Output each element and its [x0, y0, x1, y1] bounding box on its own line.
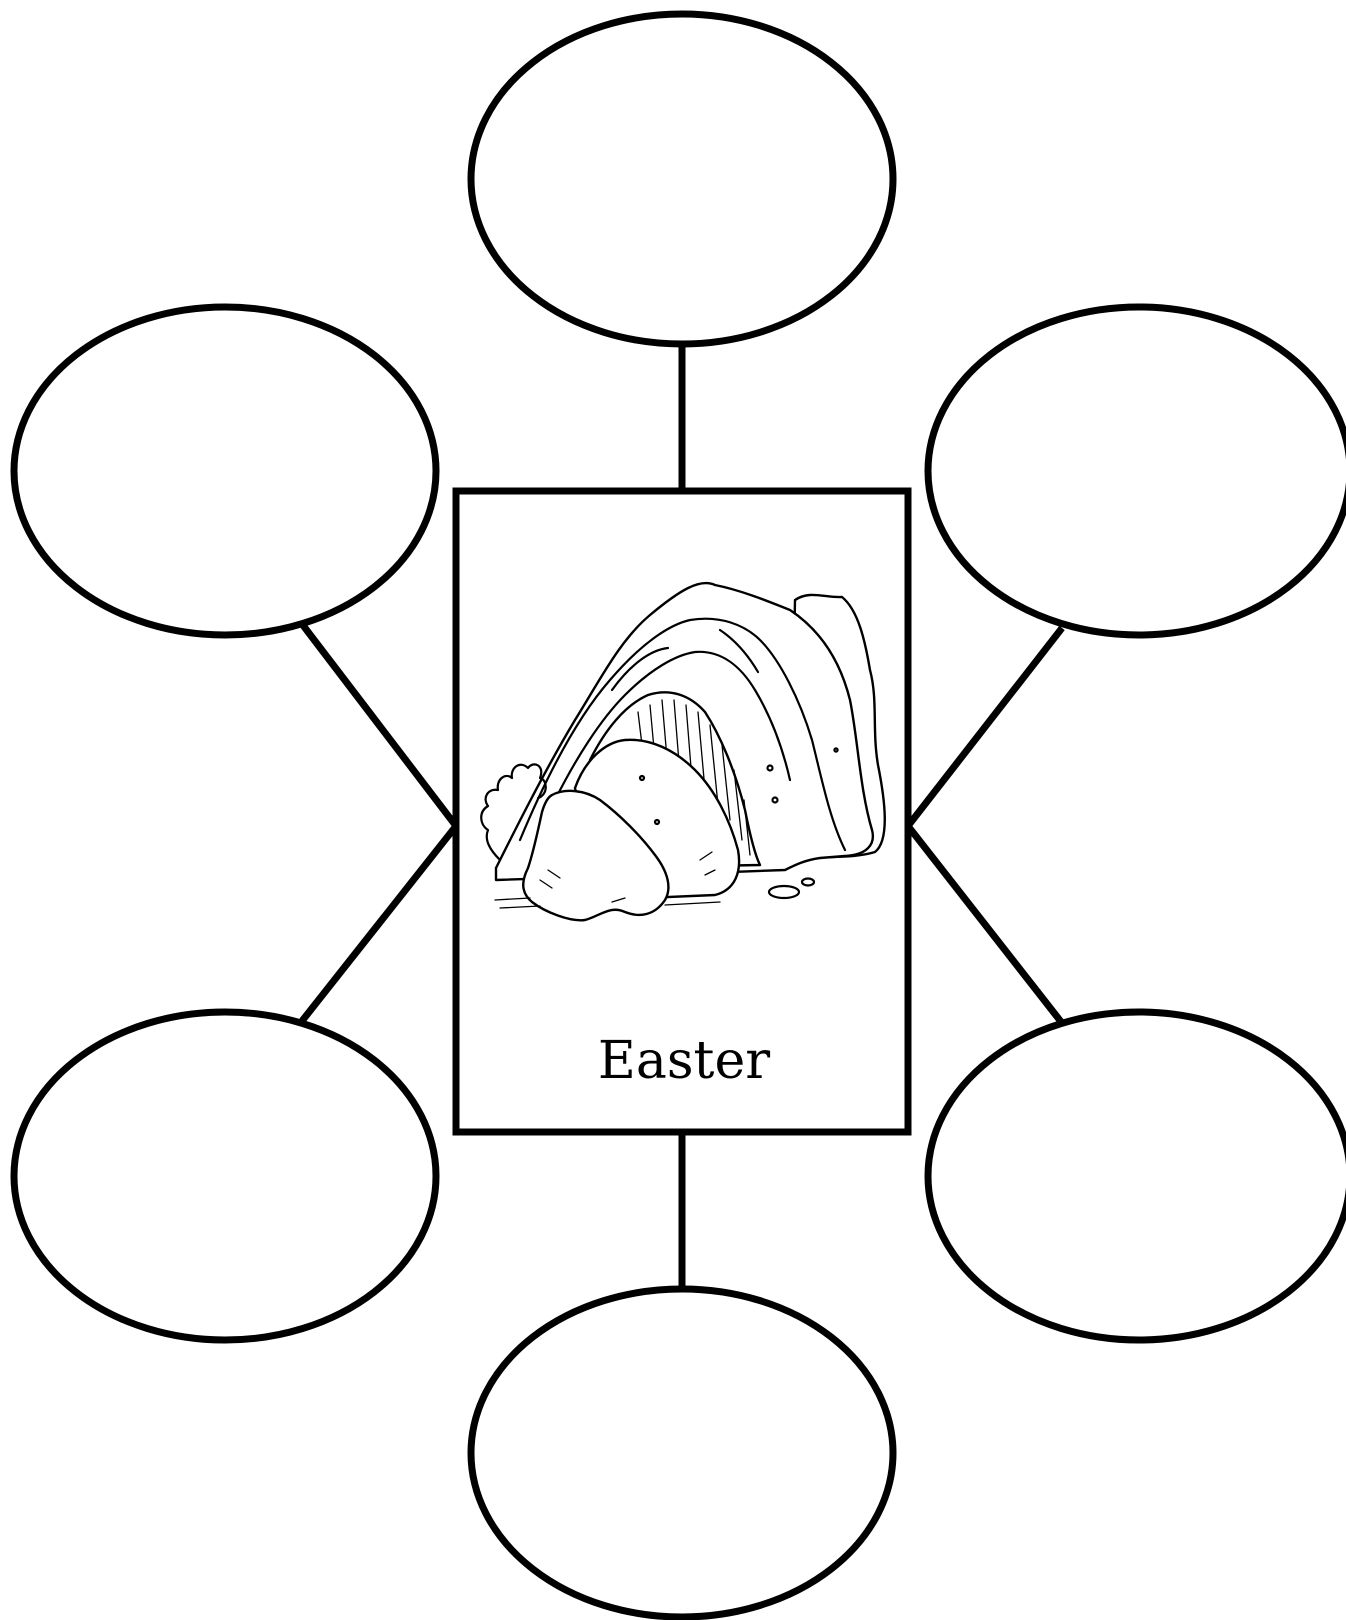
- bubble-upper-left-shape[interactable]: [14, 307, 436, 635]
- bubble-upper-right-shape[interactable]: [928, 307, 1346, 635]
- bubble-top[interactable]: [471, 14, 893, 344]
- bubble-upper-left[interactable]: [14, 307, 436, 635]
- bubble-lower-right-shape[interactable]: [928, 1012, 1346, 1340]
- connector-lower-left: [302, 826, 456, 1021]
- bubble-lower-right[interactable]: [928, 1012, 1346, 1340]
- connector-upper-right: [908, 628, 1062, 826]
- connector-upper-left: [302, 624, 456, 826]
- bubble-bottom-shape[interactable]: [471, 1289, 893, 1617]
- center-card: Easter: [456, 491, 908, 1132]
- connector-lower-right: [908, 826, 1062, 1023]
- bubble-lower-left[interactable]: [14, 1012, 436, 1340]
- bubble-lower-left-shape[interactable]: [14, 1012, 436, 1340]
- bubble-bottom[interactable]: [471, 1289, 893, 1617]
- center-label: Easter: [598, 1031, 770, 1091]
- bubble-upper-right[interactable]: [928, 307, 1346, 635]
- bubble-top-shape[interactable]: [471, 14, 893, 344]
